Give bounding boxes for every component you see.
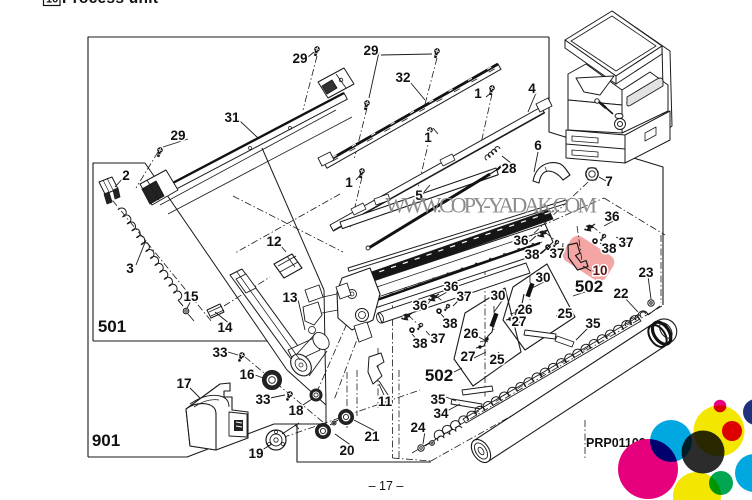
svg-text:38: 38 — [412, 336, 428, 351]
svg-text:20: 20 — [339, 443, 354, 458]
svg-text:37: 37 — [430, 331, 445, 346]
svg-text:26: 26 — [517, 302, 533, 317]
svg-text:24: 24 — [410, 420, 426, 435]
svg-text:25: 25 — [489, 352, 505, 367]
svg-text:37: 37 — [549, 246, 564, 261]
svg-text:12: 12 — [266, 234, 281, 249]
svg-text:38: 38 — [442, 316, 458, 331]
svg-text:36: 36 — [513, 233, 529, 248]
svg-text:33: 33 — [212, 345, 228, 360]
svg-text:36: 36 — [604, 209, 620, 224]
svg-text:30: 30 — [535, 270, 550, 285]
svg-text:5: 5 — [415, 188, 423, 203]
svg-text:– 17 –: – 17 – — [369, 479, 404, 493]
svg-text:27: 27 — [460, 349, 475, 364]
svg-text:WWW.COPY-YADAK.COM: WWW.COPY-YADAK.COM — [385, 193, 597, 218]
svg-text:38: 38 — [601, 241, 617, 256]
svg-text:1: 1 — [474, 86, 482, 101]
svg-text:34: 34 — [433, 406, 449, 421]
svg-text:29: 29 — [170, 128, 185, 143]
svg-text:7: 7 — [605, 174, 613, 189]
svg-text:29: 29 — [363, 43, 378, 58]
svg-text:10: 10 — [592, 263, 607, 278]
svg-text:37: 37 — [618, 235, 633, 250]
svg-text:2: 2 — [122, 168, 130, 183]
svg-text:502: 502 — [575, 277, 603, 296]
svg-text:1: 1 — [345, 175, 353, 190]
svg-text:502: 502 — [425, 366, 453, 385]
svg-text:35: 35 — [430, 392, 446, 407]
svg-text:11: 11 — [378, 394, 393, 409]
svg-text:26: 26 — [463, 326, 479, 341]
svg-text:28: 28 — [501, 161, 517, 176]
svg-text:Process unit: Process unit — [62, 0, 158, 7]
svg-text:25: 25 — [557, 306, 573, 321]
svg-text:16: 16 — [239, 367, 255, 382]
svg-text:29: 29 — [292, 51, 307, 66]
svg-text:1: 1 — [424, 130, 432, 145]
svg-text:23: 23 — [638, 265, 654, 280]
svg-text:19: 19 — [248, 446, 263, 461]
svg-text:38: 38 — [524, 247, 540, 262]
svg-text:31: 31 — [224, 110, 240, 125]
svg-text:37: 37 — [456, 289, 471, 304]
svg-text:18: 18 — [288, 403, 304, 418]
svg-text:30: 30 — [490, 288, 505, 303]
svg-text:14: 14 — [217, 320, 233, 335]
svg-text:4: 4 — [528, 81, 536, 96]
svg-text:10: 10 — [46, 0, 58, 6]
svg-text:36: 36 — [443, 279, 459, 294]
svg-text:501: 501 — [98, 317, 126, 336]
svg-text:27: 27 — [511, 314, 526, 329]
svg-text:35: 35 — [585, 316, 601, 331]
svg-text:17: 17 — [176, 376, 191, 391]
svg-text:33: 33 — [255, 392, 271, 407]
svg-text:32: 32 — [395, 70, 410, 85]
svg-text:36: 36 — [412, 298, 428, 313]
svg-text:901: 901 — [92, 431, 120, 450]
svg-text:3: 3 — [126, 261, 134, 276]
svg-text:22: 22 — [613, 286, 628, 301]
svg-text:6: 6 — [534, 138, 542, 153]
svg-text:21: 21 — [364, 429, 380, 444]
svg-text:15: 15 — [183, 289, 199, 304]
svg-text:13: 13 — [282, 290, 298, 305]
